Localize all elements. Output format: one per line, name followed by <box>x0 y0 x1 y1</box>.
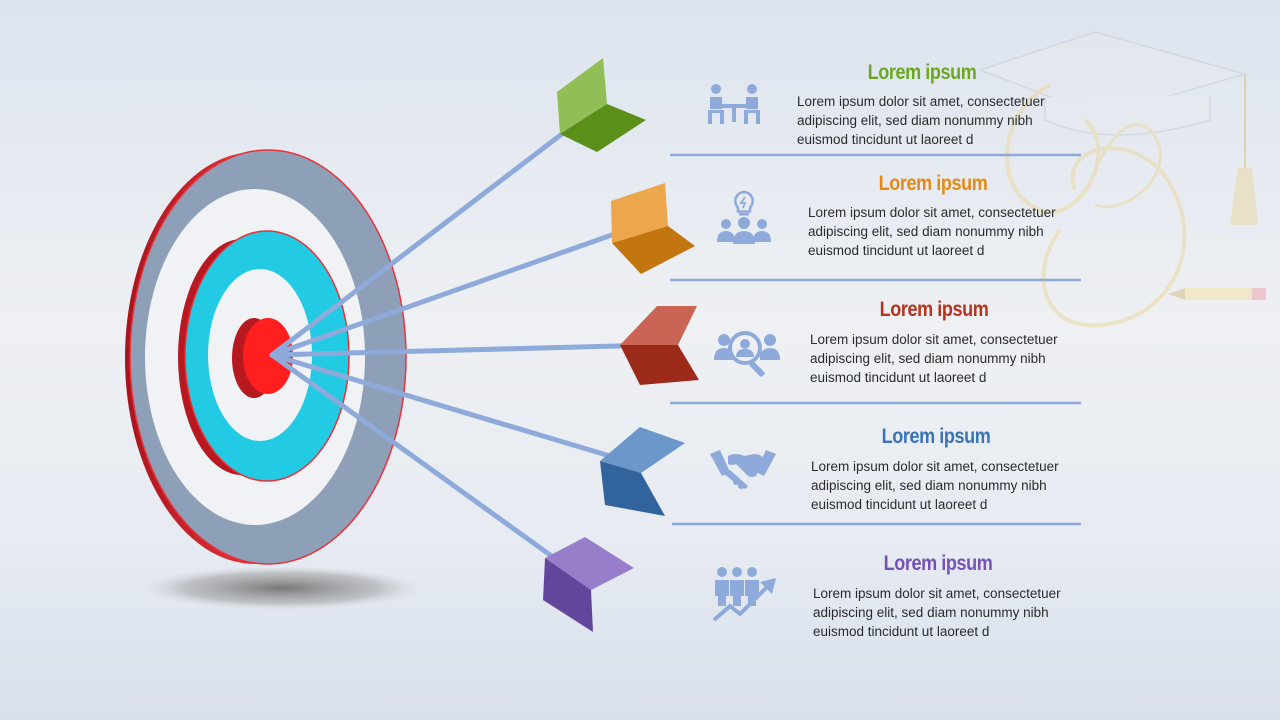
item-text-line: adipiscing elit, sed diam nonummy nibh <box>797 113 1033 128</box>
item-text-line: euismod tincidunt ut laoreet d <box>808 243 985 258</box>
item-title: Lorem ipsum <box>883 552 993 575</box>
item-description: Lorem ipsum dolor sit amet, consectetuer… <box>811 457 1111 514</box>
meeting-icon <box>702 80 772 140</box>
dart-fletching <box>600 427 685 516</box>
dart-fletching-bottom <box>600 461 665 516</box>
item-text-line: euismod tincidunt ut laoreet d <box>810 370 987 385</box>
item-text-line: adipiscing elit, sed diam nonummy nibh <box>810 351 1046 366</box>
item-text-line: euismod tincidunt ut laoreet d <box>797 132 974 147</box>
dart-shaft <box>269 102 603 358</box>
dart-fletching <box>557 58 646 152</box>
item-title: Lorem ipsum <box>879 298 989 321</box>
target-shadow <box>142 566 422 610</box>
item-text-line: Lorem ipsum dolor sit amet, consectetuer <box>797 94 1045 109</box>
team-idea-icon <box>712 190 782 250</box>
item-description: Lorem ipsum dolor sit amet, consectetuer… <box>813 584 1113 641</box>
dividers <box>670 153 1081 526</box>
item-text-line: Lorem ipsum dolor sit amet, consectetuer <box>808 205 1056 220</box>
item-text-line: euismod tincidunt ut laoreet d <box>811 497 988 512</box>
dart-fletching-bottom <box>543 558 593 632</box>
dart-fletching-bottom <box>560 104 646 152</box>
people-search-icon <box>712 326 782 386</box>
dart-fletching <box>620 306 699 385</box>
dart-fletching-top <box>557 58 607 134</box>
target-board <box>125 149 407 565</box>
handshake-icon <box>708 444 778 504</box>
item-title: Lorem ipsum <box>867 61 977 84</box>
item-text-line: adipiscing elit, sed diam nonummy nibh <box>808 224 1044 239</box>
item-text-line: adipiscing elit, sed diam nonummy nibh <box>813 605 1049 620</box>
dart-fletching-top <box>611 183 668 243</box>
dart-fletching-top <box>620 306 697 345</box>
item-text-line: Lorem ipsum dolor sit amet, consectetuer <box>813 586 1061 601</box>
dart-shaft <box>269 352 588 583</box>
bullseye <box>243 318 293 394</box>
dart-shaft <box>269 352 643 468</box>
item-description: Lorem ipsum dolor sit amet, consectetuer… <box>797 92 1097 149</box>
item-description: Lorem ipsum dolor sit amet, consectetuer… <box>810 330 1110 387</box>
dart-shaft <box>269 222 643 358</box>
dart-heads <box>543 58 699 632</box>
dart-shaft <box>269 342 658 358</box>
item-title: Lorem ipsum <box>878 172 988 195</box>
team-growth-icon <box>710 566 780 626</box>
dart-fletching-top <box>545 537 634 590</box>
item-text-line: Lorem ipsum dolor sit amet, consectetuer <box>811 459 1059 474</box>
dart-fletching <box>611 183 695 274</box>
dart-fletching-bottom <box>612 226 695 274</box>
dart-fletching-top <box>600 427 685 473</box>
dart-fletching-bottom <box>620 345 699 385</box>
item-text-line: adipiscing elit, sed diam nonummy nibh <box>811 478 1047 493</box>
dart-lines <box>269 102 658 583</box>
item-description: Lorem ipsum dolor sit amet, consectetuer… <box>808 203 1108 260</box>
watermark-logo <box>977 31 1266 328</box>
item-text-line: euismod tincidunt ut laoreet d <box>813 624 990 639</box>
dart-fletching <box>543 537 634 632</box>
item-title: Lorem ipsum <box>881 425 991 448</box>
item-text-line: Lorem ipsum dolor sit amet, consectetuer <box>810 332 1058 347</box>
